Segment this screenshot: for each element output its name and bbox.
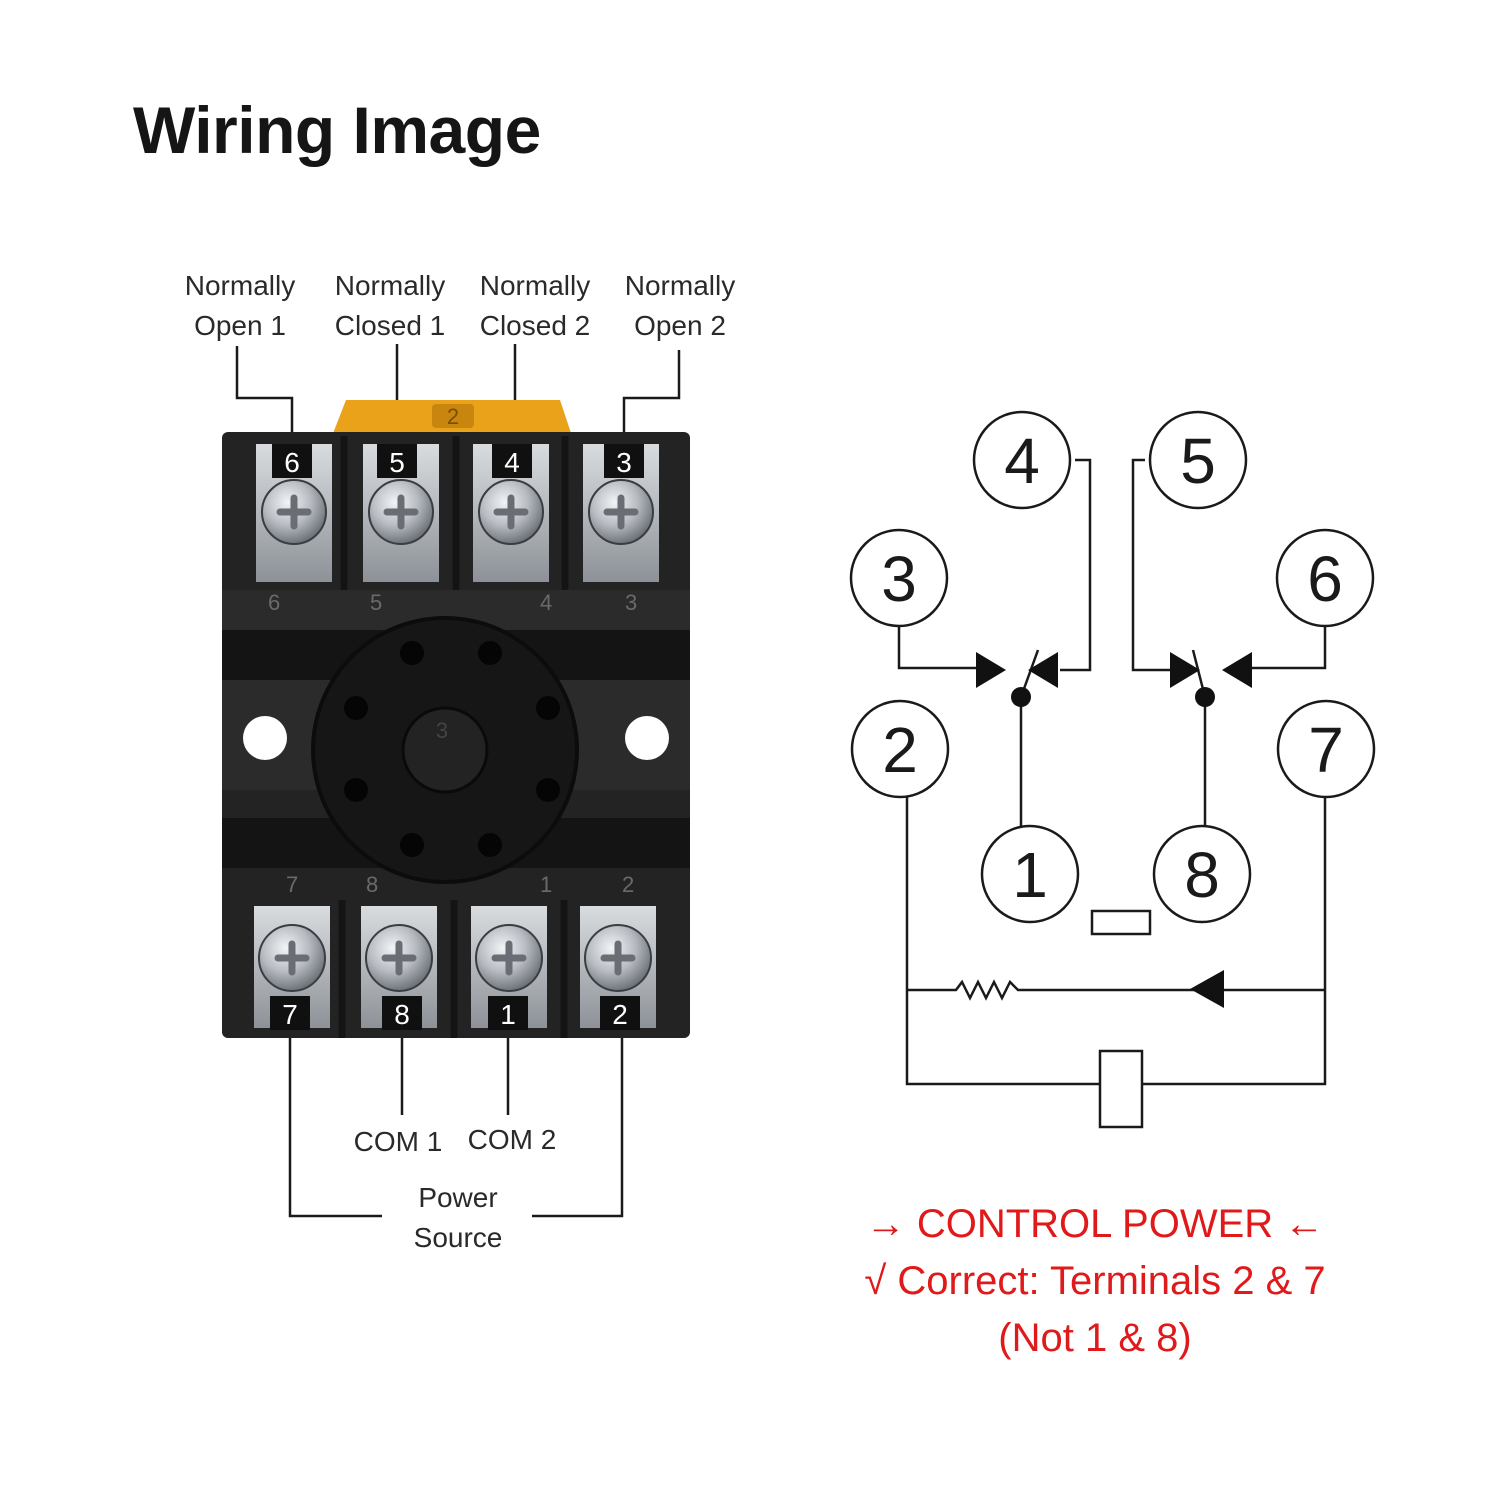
socket-mark: 3 [436, 718, 448, 743]
terminal-tag-bottom-1: 7 [282, 999, 298, 1030]
terminal-tag-bottom-4: 2 [612, 999, 628, 1030]
mounting-hole-left [243, 716, 287, 760]
schematic-markers [976, 652, 1252, 1008]
page-title: Wiring Image [133, 93, 541, 167]
terminal-tag-bottom-3: 1 [500, 999, 516, 1030]
schematic-key-symbol [1090, 909, 1152, 936]
terminal-tag-bottom-2: 8 [394, 999, 410, 1030]
top-screw-slots [276, 494, 639, 530]
schematic-number-7: 7 [1308, 714, 1344, 786]
schematic-number-5: 5 [1180, 425, 1216, 497]
body-mark-bottom-3: 1 [540, 872, 552, 897]
schematic-number-3: 3 [881, 543, 917, 615]
body-mark-bottom-2: 8 [366, 872, 378, 897]
terminal-tag-top-2: 5 [389, 447, 405, 478]
schematic [849, 410, 1376, 1129]
coil-symbol [1098, 1049, 1144, 1129]
schematic-terminal-8 [1152, 824, 1252, 924]
schematic-terminal-1 [980, 824, 1080, 924]
schematic-terminal-5 [1148, 410, 1248, 510]
bottom-screw-slots [274, 940, 636, 976]
clip-mark: 2 [447, 404, 459, 429]
socket-pin-holes [344, 641, 560, 857]
label-com-1: COM 1 [353, 1126, 443, 1157]
schematic-terminal-4 [972, 410, 1072, 510]
schematic-number-8: 8 [1184, 839, 1220, 911]
correct-terminals-note: √ Correct: Terminals 2 & 7 [864, 1259, 1326, 1303]
terminal-tag-top-1: 6 [284, 447, 300, 478]
schematic-number-4: 4 [1004, 425, 1040, 497]
body-mark-top-3: 4 [540, 590, 552, 615]
body-mark-top-1: 6 [268, 590, 280, 615]
body-mark-bottom-4: 2 [622, 872, 634, 897]
mounting-hole-right [625, 716, 669, 760]
terminal-tag-top-4: 3 [616, 447, 632, 478]
body-mark-bottom-1: 7 [286, 872, 298, 897]
schematic-number-1: 1 [1012, 839, 1048, 911]
body-mark-top-4: 3 [625, 590, 637, 615]
not-terminals-note: (Not 1 & 8) [998, 1316, 1192, 1360]
bottom-terminal-tags [270, 996, 640, 1030]
body-mark-top-2: 5 [370, 590, 382, 615]
control-power-heading: → CONTROL POWER ← [865, 1202, 1325, 1246]
relay-socket-base: 2 3 6 5 4 3 7 8 1 2 [222, 400, 690, 1038]
schematic-number-2: 2 [882, 714, 918, 786]
terminal-tag-top-3: 4 [504, 447, 520, 478]
top-terminal-tags [272, 444, 644, 478]
schematic-number-6: 6 [1307, 543, 1343, 615]
label-com-2: COM 2 [467, 1124, 557, 1155]
schematic-terminal-2 [850, 699, 950, 799]
